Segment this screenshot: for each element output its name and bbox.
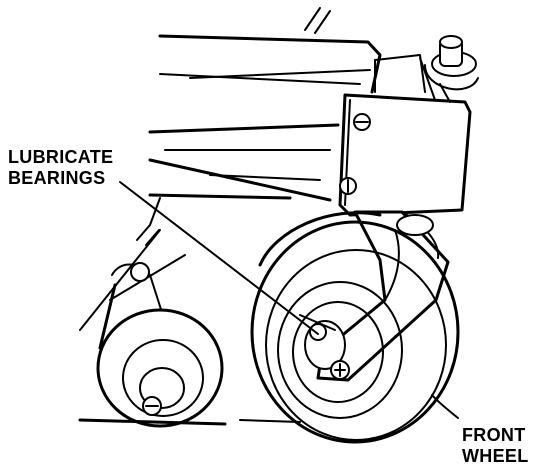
skid-plate [78, 418, 301, 426]
mower-frame [79, 34, 382, 331]
callout-front-wheel-line2: WHEEL [462, 446, 529, 466]
callout-front-wheel-line1: FRONT [462, 425, 526, 445]
callout-lubricate-line2: BEARINGS [8, 168, 106, 188]
callout-lubricate-line1: LUBRICATE [8, 147, 114, 167]
leader-line-lubricate [119, 181, 319, 335]
caster-fork [316, 210, 450, 382]
front-wheel [250, 211, 460, 444]
anti-scalp-roller [96, 262, 224, 428]
callout-lubricate-bearings: LUBRICATE BEARINGS [8, 147, 113, 189]
caster-bracket [338, 54, 472, 217]
pivot-pin [419, 35, 479, 103]
break-mark-top [304, 7, 331, 34]
callout-front-wheel: FRONT WHEEL [462, 425, 529, 467]
leader-line-front-wheel [431, 394, 459, 419]
